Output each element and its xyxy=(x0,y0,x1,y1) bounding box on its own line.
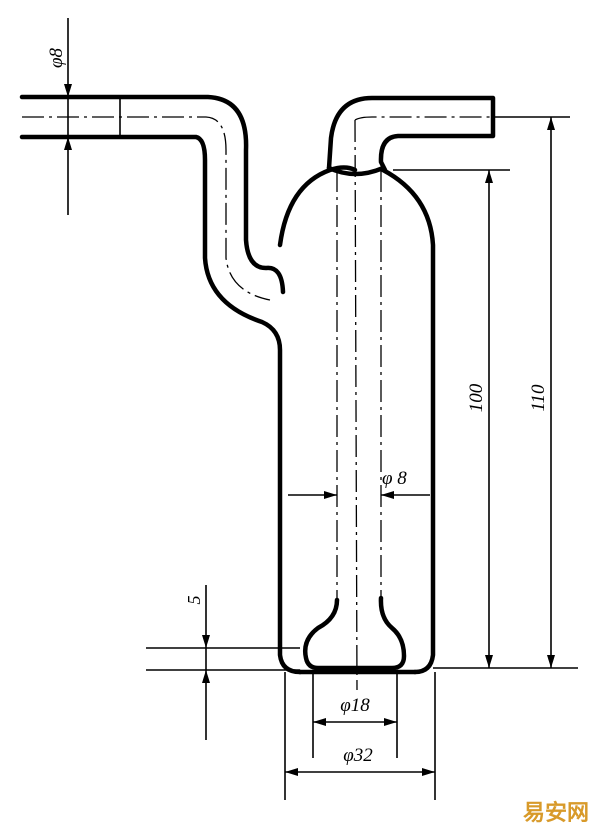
inlet-tube-upper-wall xyxy=(19,94,286,295)
bottle-outline xyxy=(19,94,496,675)
label-bottom-clearance: 5 xyxy=(184,596,204,605)
bottle-shoulder-left xyxy=(277,165,358,248)
inner-tube-tip xyxy=(303,595,407,671)
dim-bottom-clearance: 5 xyxy=(146,585,300,740)
centerlines xyxy=(22,116,493,691)
label-inner-tube-diameter: φ 8 xyxy=(382,468,407,489)
dim-inlet-diameter: φ8 xyxy=(22,18,121,215)
label-inlet-diameter: φ8 xyxy=(46,47,67,68)
bottle-right-wall xyxy=(380,167,436,675)
dim-body-diameter: φ32 xyxy=(284,672,436,800)
label-height-body: 100 xyxy=(466,383,487,412)
label-body-diameter: φ32 xyxy=(343,745,373,766)
label-height-total: 110 xyxy=(528,384,549,412)
outlet-tube-left-wall xyxy=(326,95,496,173)
dim-heights: 100 110 xyxy=(393,116,578,669)
inlet-tube-lower-wall xyxy=(19,134,303,675)
watermark-text: 易安网 xyxy=(523,800,589,826)
label-tip-diameter: φ18 xyxy=(340,695,370,716)
dim-inner-tube-diameter: φ 8 xyxy=(288,468,430,499)
dim-tip-diameter: φ18 xyxy=(312,672,398,758)
